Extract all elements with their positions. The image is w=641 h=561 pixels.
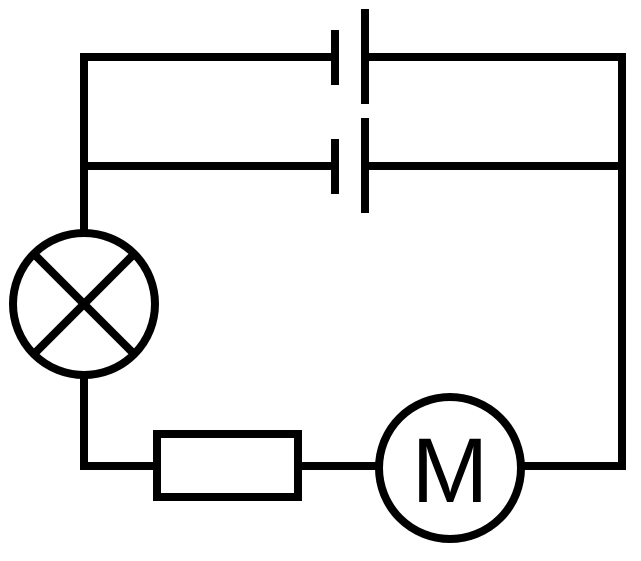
motor-label: M bbox=[412, 420, 489, 522]
cell-top bbox=[331, 9, 369, 104]
resistor bbox=[153, 430, 302, 501]
cell-bottom bbox=[331, 118, 369, 213]
lamp-icon bbox=[9, 229, 159, 379]
wires bbox=[80, 53, 626, 470]
motor: M bbox=[375, 393, 525, 543]
